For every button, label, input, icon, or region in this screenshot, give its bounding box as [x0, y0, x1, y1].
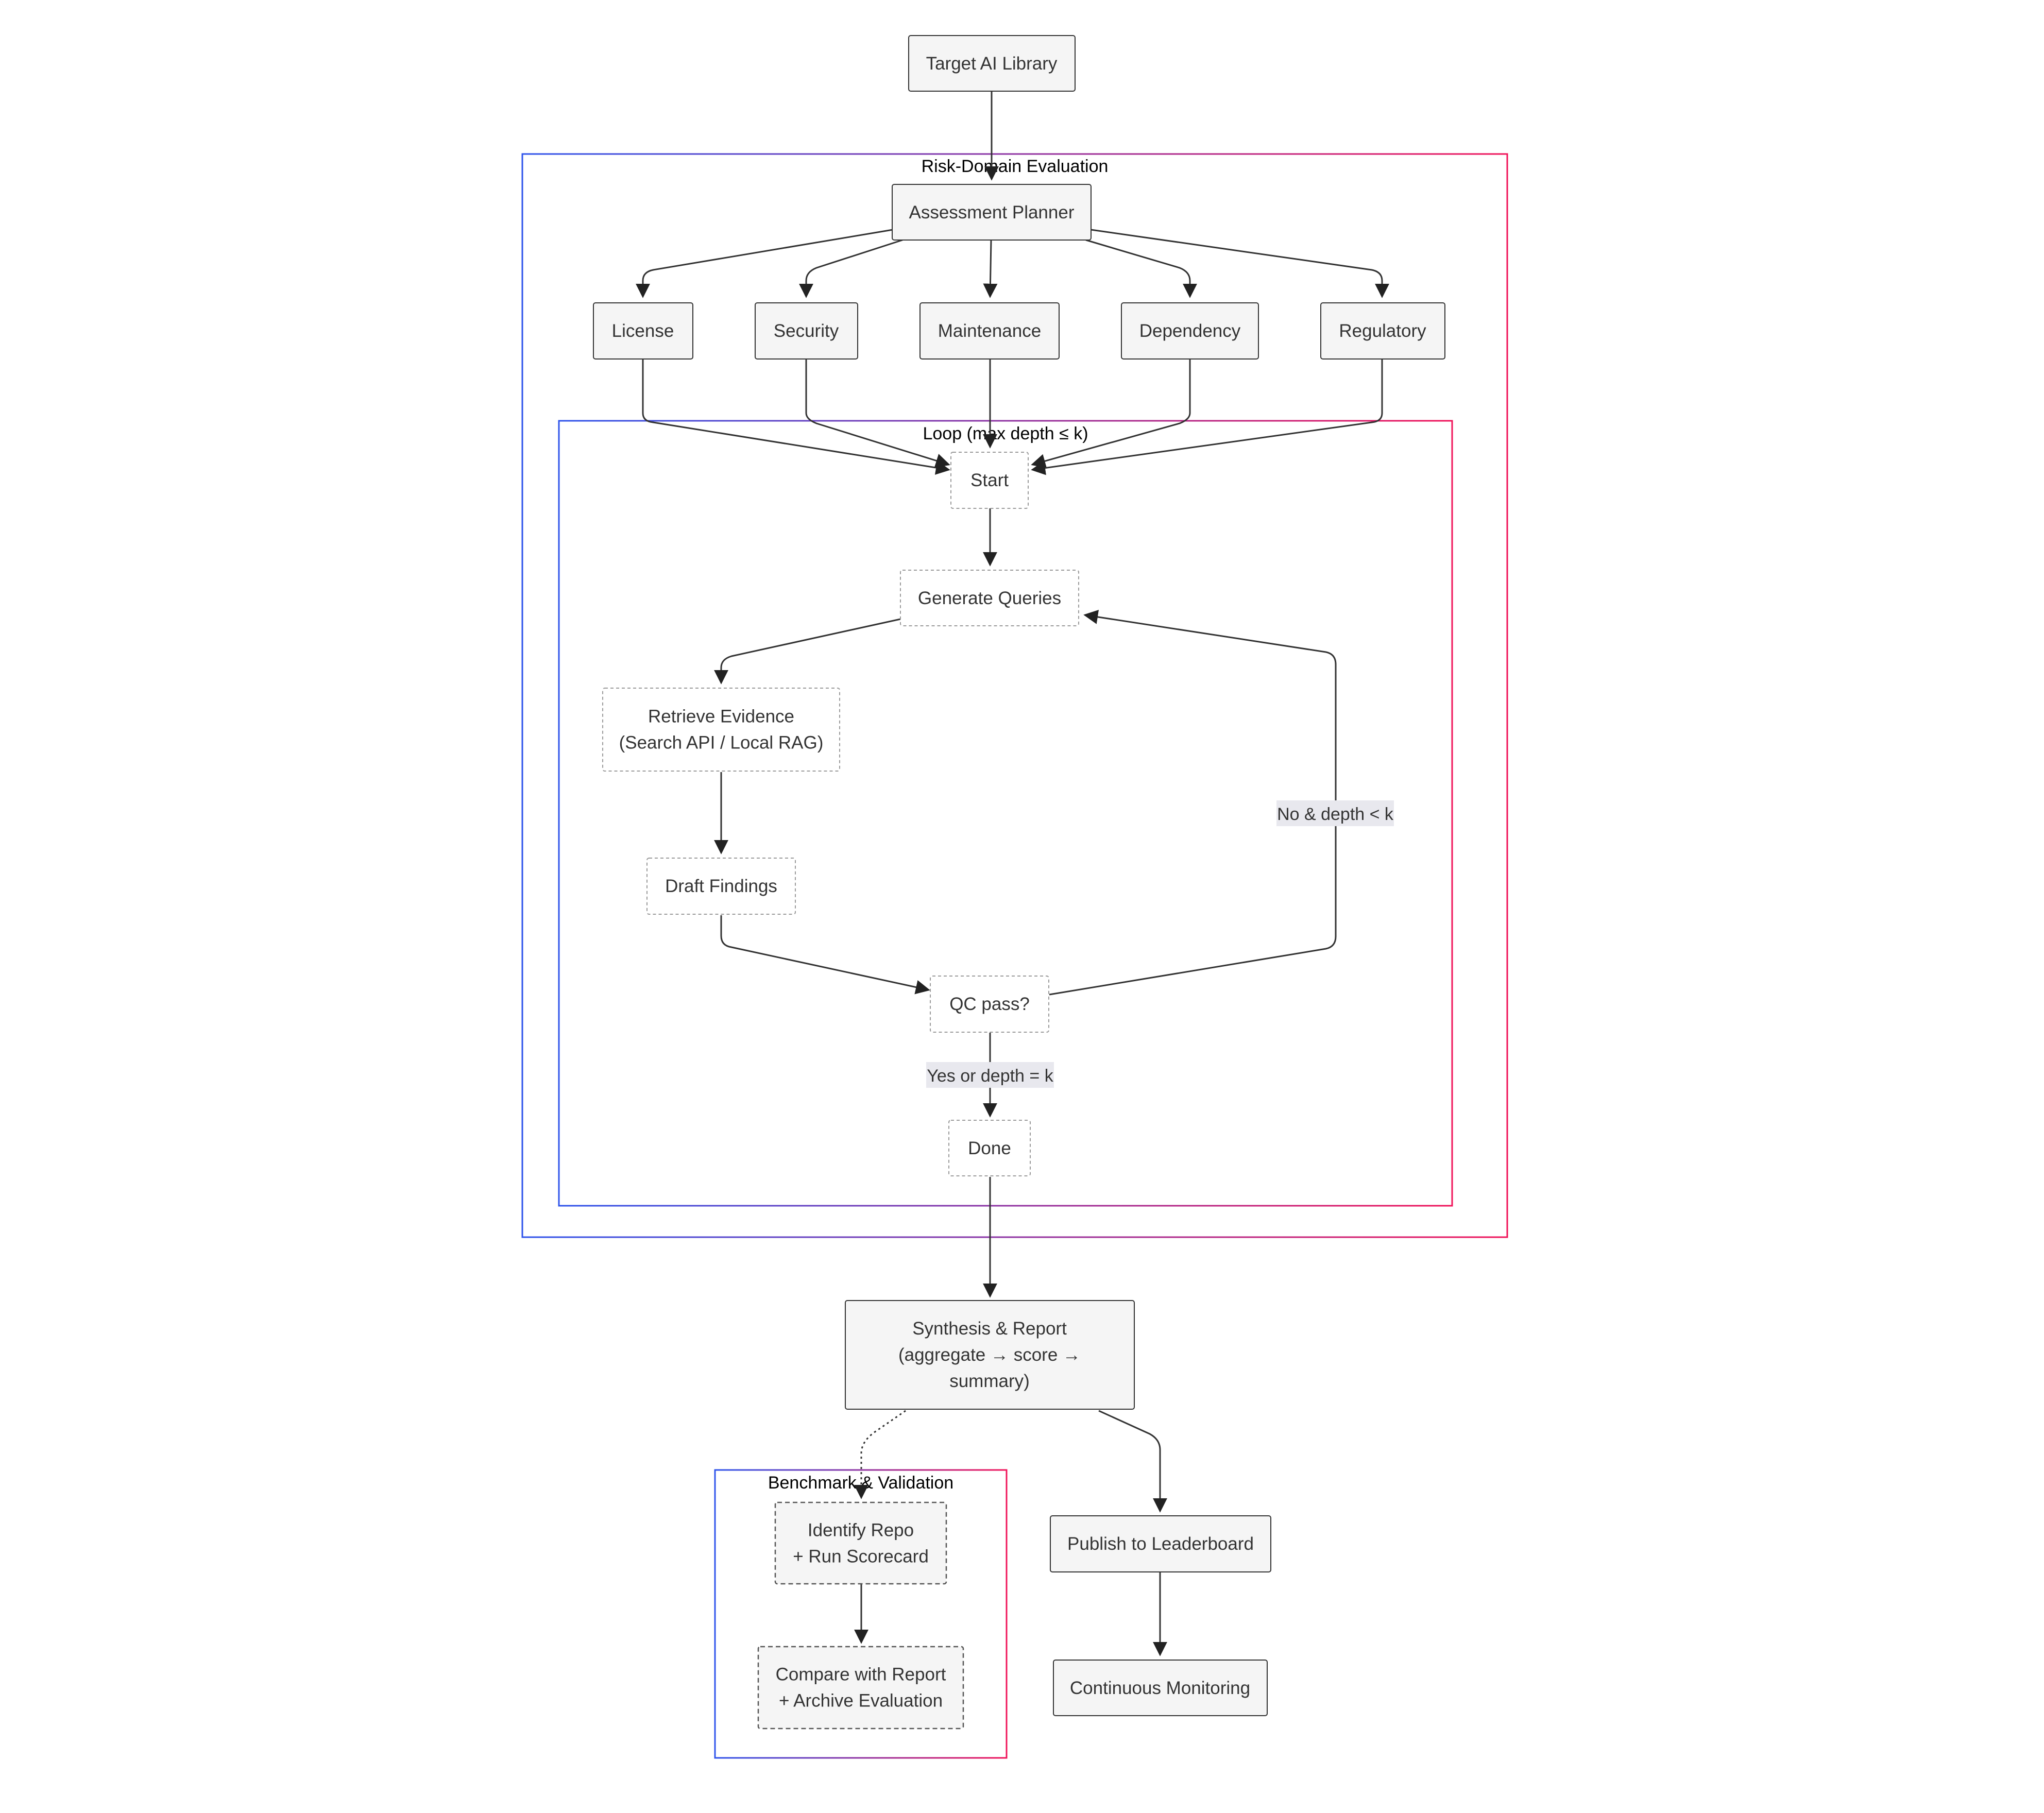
- node-label-line: summary): [949, 1371, 1030, 1391]
- node-security[interactable]: Security: [755, 302, 858, 360]
- cluster-loop: Loop (max depth ≤ k): [558, 420, 1453, 1207]
- node-label-line: + Archive Evaluation: [779, 1691, 943, 1711]
- svg-text:Maintenance: Maintenance: [938, 321, 1041, 341]
- cluster-title-risk: Risk-Domain Evaluation: [922, 157, 1109, 176]
- svg-text:Generate Queries: Generate Queries: [918, 588, 1061, 608]
- node-label-line: Identify Repo: [808, 1520, 914, 1541]
- node-label-line: Synthesis & Report: [912, 1319, 1067, 1339]
- svg-text:Identify Repo+ Run Scorecard: Identify Repo + Run Scorecard: [793, 1520, 929, 1567]
- node-label-line: Retrieve Evidence: [648, 707, 794, 727]
- edge-label-retry: No & depth < k: [1276, 800, 1394, 826]
- edge-planner-license: [636, 229, 893, 298]
- edge-planner-security: [799, 239, 903, 298]
- node-retrieve-evidence[interactable]: Retrieve Evidence (Search API / Local RAG…: [602, 688, 840, 772]
- edge-planner-regulatory: [1091, 229, 1389, 298]
- node-qc-pass-decision[interactable]: QC pass?: [930, 976, 1049, 1033]
- edge-dependency-start: [1031, 359, 1191, 468]
- node-draft-findings[interactable]: Draft Findings: [646, 858, 796, 915]
- node-maintenance[interactable]: Maintenance: [919, 302, 1060, 360]
- svg-text:Regulatory: Regulatory: [1339, 321, 1426, 341]
- svg-text:Target AI Library: Target AI Library: [926, 54, 1058, 74]
- edge-synthesis-publish: [1098, 1410, 1167, 1513]
- node-label-line: Continuous Monitoring: [1070, 1678, 1250, 1698]
- svg-text:Done: Done: [968, 1138, 1011, 1158]
- node-compare-with-report[interactable]: Compare with Report + Archive Evaluation: [757, 1646, 964, 1730]
- node-label-line: + Run Scorecard: [793, 1547, 929, 1567]
- node-publish-leaderboard[interactable]: Publish to Leaderboard: [1050, 1515, 1271, 1572]
- node-label-line: Dependency: [1139, 321, 1241, 341]
- node-continuous-monitoring[interactable]: Continuous Monitoring: [1053, 1660, 1268, 1716]
- svg-text:QC pass?: QC pass?: [949, 994, 1030, 1014]
- svg-text:Compare with Report+ Archive E: Compare with Report + Archive Evaluation: [776, 1665, 946, 1711]
- edge-regulatory-start: [1031, 359, 1383, 475]
- node-label-line: Generate Queries: [918, 588, 1061, 608]
- svg-text:Security: Security: [774, 321, 839, 341]
- node-dependency[interactable]: Dependency: [1121, 302, 1259, 360]
- node-label-line: QC pass?: [949, 994, 1030, 1014]
- node-license[interactable]: License: [593, 302, 693, 360]
- svg-text:Draft Findings: Draft Findings: [665, 876, 777, 896]
- svg-text:Start: Start: [970, 470, 1009, 490]
- node-identify-repo[interactable]: Identify Repo + Run Scorecard: [774, 1501, 947, 1585]
- node-label-line: Security: [774, 321, 839, 341]
- node-label-line: Start: [970, 470, 1009, 490]
- node-regulatory[interactable]: Regulatory: [1320, 302, 1445, 360]
- node-label-line: Maintenance: [938, 321, 1041, 341]
- edge-license-start: [642, 359, 950, 475]
- node-start[interactable]: Start: [950, 452, 1029, 509]
- edges: [636, 91, 1389, 1656]
- cluster-title-loop: Loop (max depth ≤ k): [923, 424, 1088, 443]
- svg-text:Publish to Leaderboard: Publish to Leaderboard: [1067, 1534, 1254, 1554]
- svg-text:Assessment Planner: Assessment Planner: [909, 202, 1075, 223]
- node-target-ai-library[interactable]: Target AI Library: [908, 35, 1076, 92]
- edge-planner-dependency: [1085, 239, 1197, 298]
- node-generate-queries[interactable]: Generate Queries: [900, 570, 1079, 626]
- node-synthesis-report[interactable]: Synthesis & Report (aggregate → score → su…: [845, 1300, 1135, 1410]
- node-label-line: Compare with Report: [776, 1665, 946, 1685]
- edge-synthesis-identify: [854, 1410, 906, 1499]
- edge-security-start: [805, 359, 950, 468]
- node-assessment-planner[interactable]: Assessment Planner: [892, 184, 1092, 241]
- node-label-line: Publish to Leaderboard: [1067, 1534, 1254, 1554]
- cluster-risk-domain: Risk-Domain Evaluation: [521, 153, 1508, 1238]
- svg-text:Continuous Monitoring: Continuous Monitoring: [1070, 1678, 1250, 1698]
- node-label-line: (Search API / Local RAG): [619, 733, 824, 753]
- node-label-line: Regulatory: [1339, 321, 1426, 341]
- node-label-line: (aggregate → score →: [898, 1345, 1081, 1365]
- node-label-line: Draft Findings: [665, 876, 777, 896]
- edge-queries-retrieve: [714, 618, 901, 685]
- svg-text:Yes or depth = k: Yes or depth = k: [927, 1066, 1053, 1086]
- node-label-line: License: [612, 321, 674, 341]
- svg-text:No & depth < k: No & depth < k: [1277, 805, 1394, 824]
- edge-draft-qc: [720, 915, 930, 995]
- node-done[interactable]: Done: [948, 1120, 1031, 1176]
- svg-text:Synthesis & Report(aggregate →: Synthesis & Report (aggregate → score → su…: [898, 1319, 1081, 1391]
- node-label-line: Assessment Planner: [909, 202, 1075, 223]
- node-label-line: Done: [968, 1138, 1011, 1158]
- svg-text:Dependency: Dependency: [1139, 321, 1241, 341]
- edge-planner-maintenance: [983, 240, 998, 298]
- svg-text:License: License: [612, 321, 674, 341]
- node-label-line: Target AI Library: [926, 54, 1058, 74]
- svg-text:Retrieve Evidence(Search API /: Retrieve Evidence (Search API / Local RAG…: [619, 707, 824, 753]
- edge-label-exit: Yes or depth = k: [926, 1062, 1054, 1088]
